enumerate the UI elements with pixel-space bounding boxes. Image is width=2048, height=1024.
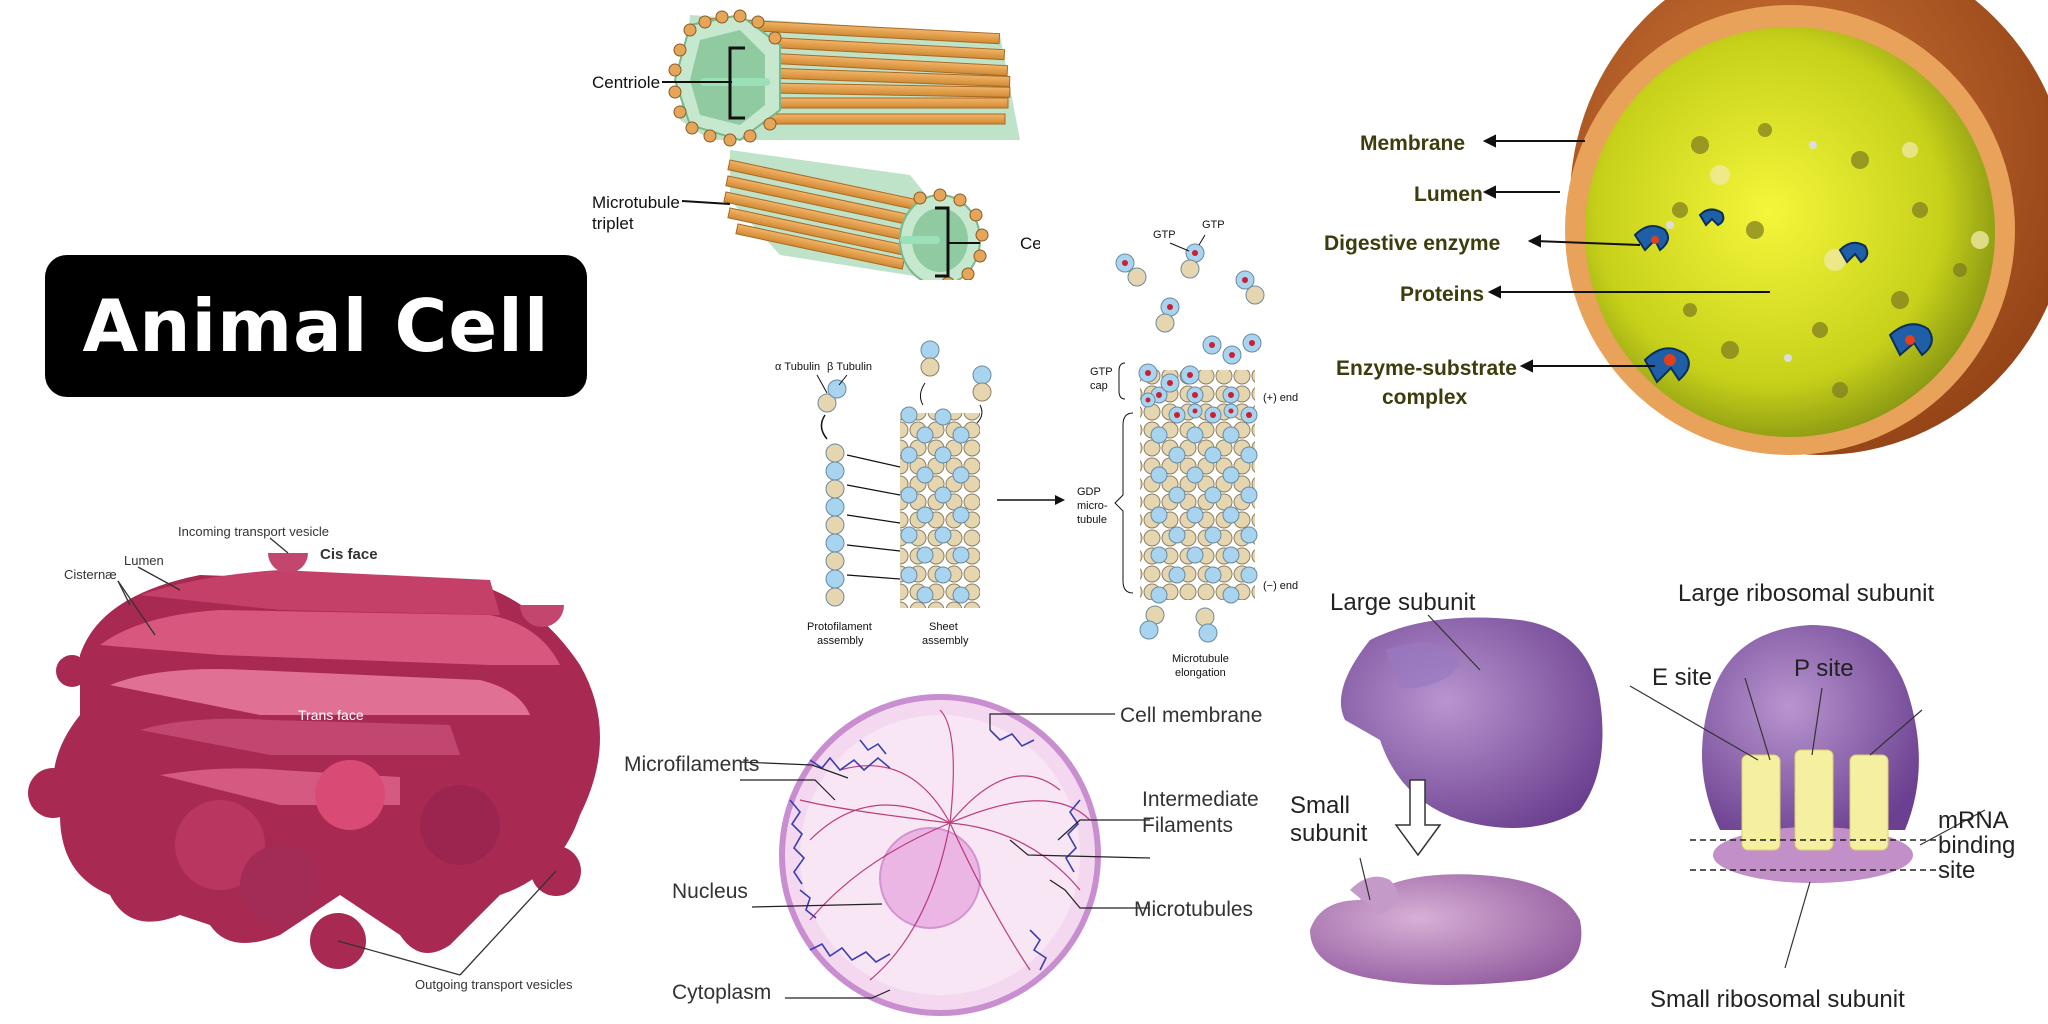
large-subunit-label: Large subunit (1330, 589, 1476, 616)
centriole-upper (668, 9, 1020, 147)
small-ribosomal-subunit-label: Small ribosomal subunit (1650, 986, 1905, 1013)
centriole-diagram: Centriole Microtubule triplet Centriole (592, 9, 1040, 280)
incoming-vesicle-label: Incoming transport vesicle (178, 524, 329, 539)
minus-end-label: (−) end (1263, 580, 1298, 592)
ribosome-subunits-separated (1310, 617, 1603, 985)
trans-face-label: Trans face (298, 707, 364, 723)
microfilaments-label: Microfilaments (624, 753, 759, 776)
ribosome-assembled (1690, 625, 1938, 883)
cytoplasm-label: Cytoplasm (672, 981, 771, 1004)
gdp-label-3: tubule (1077, 514, 1107, 526)
plus-end-label: (+) end (1263, 392, 1298, 404)
gtp-cap-label-2: cap (1090, 380, 1108, 392)
small-subunit-label: Small (1290, 792, 1350, 819)
proteins-label: Proteins (1400, 283, 1484, 306)
mrna-binding-site-label-3: site (1938, 857, 1975, 884)
microtubule-assembly-diagram: α Tubulin β Tubulin Protofilament assemb… (775, 219, 1298, 679)
cell-membrane-label: Cell membrane (1120, 704, 1262, 727)
trna-sites (1741, 749, 1889, 851)
cis-face-label: Cis face (320, 546, 378, 563)
microtubule-triplet-label: Microtubule (592, 193, 680, 212)
nucleus-label: Nucleus (672, 880, 748, 903)
microtubule-elongation-label: Microtubule (1172, 653, 1229, 665)
microtubule-elongation (1115, 234, 1265, 643)
title-banner: Animal Cell (45, 255, 587, 397)
gtp-cap-label: GTP (1090, 366, 1113, 378)
microtubules-label: Microtubules (1134, 898, 1253, 921)
cell (779, 694, 1101, 1016)
sheet-assembly (900, 340, 992, 608)
enzyme-substrate-label-2: complex (1382, 386, 1468, 409)
small-subunit-label-2: subunit (1290, 820, 1368, 847)
digestive-enzyme-label: Digestive enzyme (1324, 232, 1500, 255)
mrna-binding-site-label-2: binding (1938, 832, 2015, 859)
protofilament-column (816, 374, 848, 607)
membrane-label: Membrane (1360, 132, 1465, 155)
centriole-label-top: Centriole (592, 73, 660, 92)
microtubule-elongation-label-2: elongation (1175, 667, 1226, 679)
lumen-label: Lumen (1414, 183, 1483, 206)
outgoing-vesicles-label: Outgoing transport vesicles (415, 977, 573, 992)
lysosome-diagram: Membrane Lumen Digestive enzyme Proteins… (1324, 0, 2048, 455)
page-title: Animal Cell (82, 284, 550, 368)
sheet-assembly-label-2: assembly (922, 635, 969, 647)
gdp-label: GDP (1077, 486, 1101, 498)
protofilament-assembly-label-2: assembly (817, 635, 864, 647)
microtubule-triplet-label-2: triplet (592, 214, 634, 233)
golgi-body (53, 570, 601, 953)
golgi-apparatus-diagram: Incoming transport vesicle Cis face Lume… (28, 524, 601, 992)
gtp-label-2: GTP (1202, 219, 1225, 231)
gdp-label-2: micro- (1077, 500, 1108, 512)
cytoskeleton-diagram: Cell membrane Microfilaments Intermediat… (624, 694, 1262, 1016)
centriole-label-right: Centriole (1020, 234, 1040, 253)
intermediate-filaments-label: Intermediate (1142, 788, 1259, 811)
intermediate-filaments-label-2: Filaments (1142, 814, 1233, 837)
e-site-label: E site (1652, 664, 1712, 691)
sheet-assembly-label: Sheet (929, 621, 958, 633)
ribosome-diagram: Large subunit Small subunit Large riboso… (1290, 580, 2015, 1013)
gtp-label-1: GTP (1153, 229, 1176, 241)
alpha-tubulin-label: α Tubulin (775, 361, 820, 373)
golgi-lumen-label: Lumen (124, 553, 164, 568)
mrna-binding-site-label: mRNA (1938, 807, 2009, 834)
lysosome-sphere (1565, 0, 2048, 455)
cisternae-label: Cisternæ (64, 567, 117, 582)
beta-tubulin-label: β Tubulin (827, 361, 872, 373)
centriole-lower (723, 150, 989, 280)
p-site-label: P site (1794, 655, 1854, 682)
enzyme-substrate-label: Enzyme-substrate (1336, 357, 1517, 380)
protofilament-assembly-label: Protofilament (807, 621, 872, 633)
large-ribosomal-subunit-label: Large ribosomal subunit (1678, 580, 1934, 607)
